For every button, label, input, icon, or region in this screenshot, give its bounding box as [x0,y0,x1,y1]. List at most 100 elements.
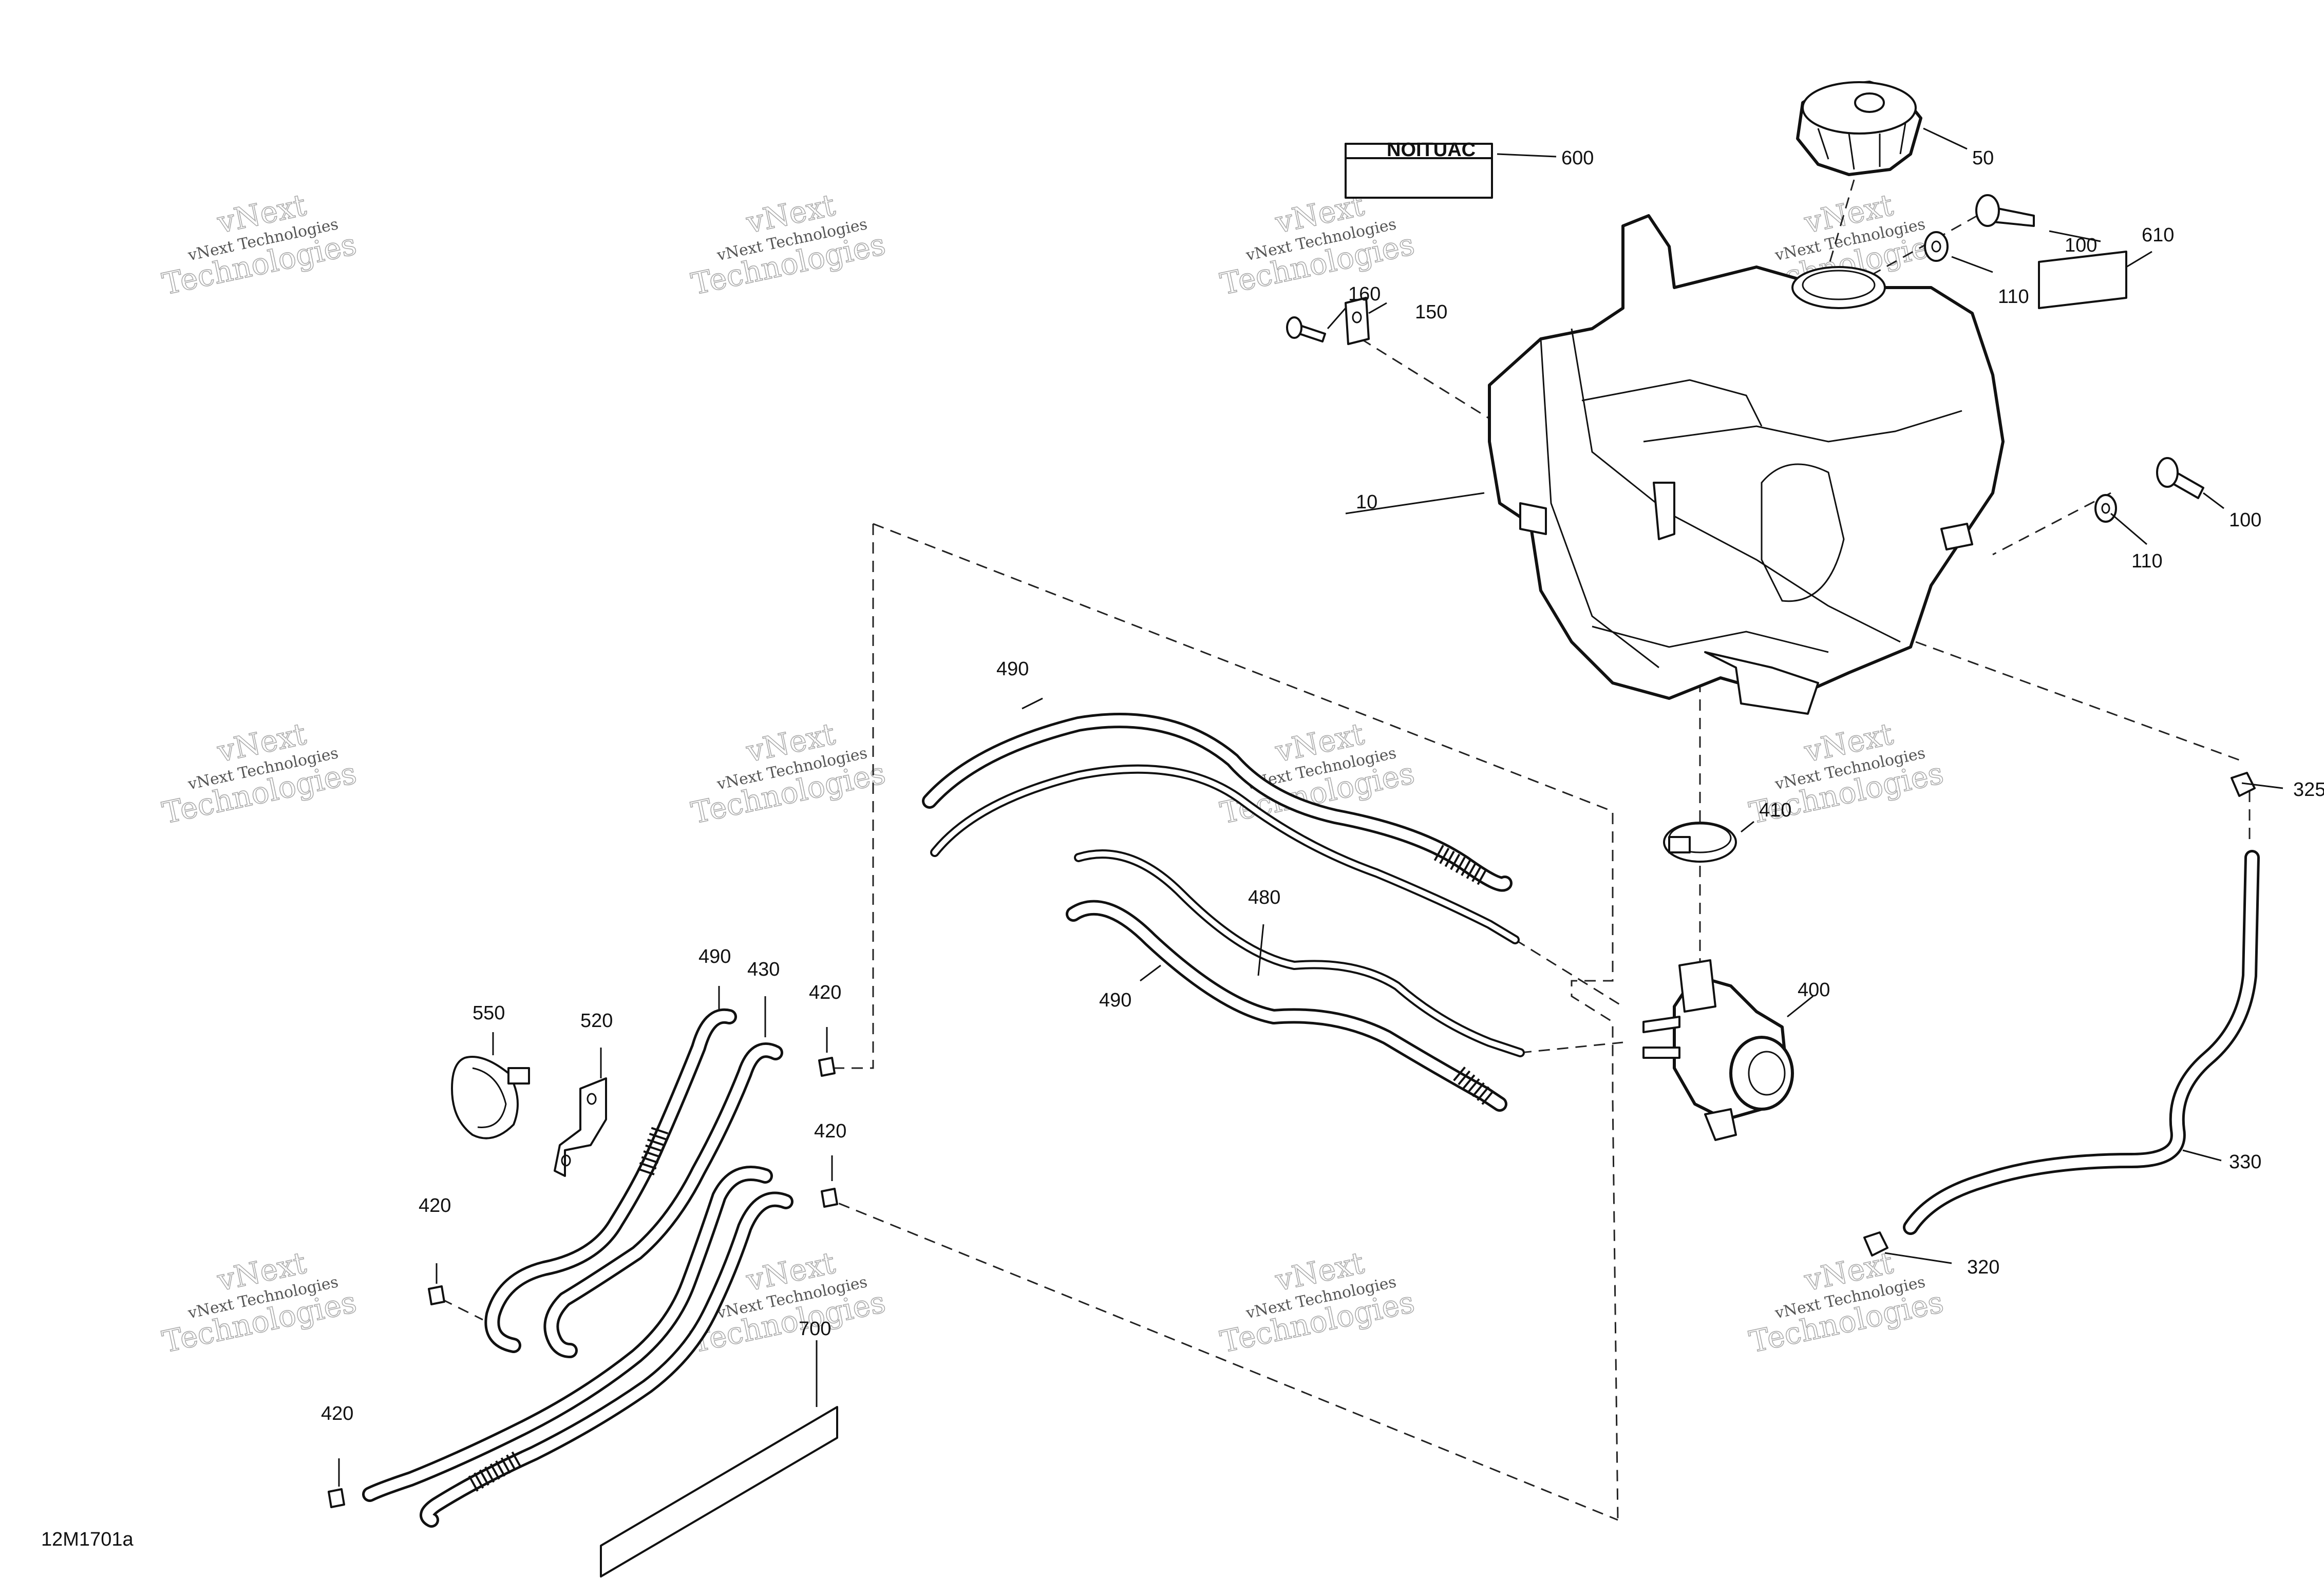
guide-bracket-to-tank [1361,338,1510,432]
hose-490-left[interactable] [484,1008,737,1353]
tube-480-lower[interactable] [1074,849,1525,1057]
guide-frame [822,523,1619,1520]
fuel-tank-recess [1761,463,1845,602]
watermark-r1c2: vNext vNext Technologies Technologies [688,187,889,302]
decal-caution-text: NOITUAC [1387,139,1476,161]
clip-420-a[interactable] [818,1057,836,1077]
clip-150-plate [1345,297,1370,345]
callout-50: 50 [1972,147,1994,169]
bolt-100-side[interactable] [2156,457,2204,499]
washer-110-side[interactable] [2094,494,2117,523]
guide-bolt-100-side [1992,492,2111,556]
hose-clamp-410-screw [1668,836,1691,853]
hose-490-upper[interactable] [922,713,1513,892]
decal-caution[interactable]: NOITUAC [1345,139,1493,199]
fuel-pump[interactable] [1642,959,1794,1141]
fuel-pump-motor-cap [1748,1051,1786,1096]
fuel-tank-tab-left [1519,502,1547,535]
bolt-100-side-head [2156,457,2179,488]
hose-clamp-550[interactable] [451,1056,530,1139]
washer-110-side-hole [2101,503,2110,514]
callout-100-top: 100 [2065,235,2097,256]
watermark-r2c2: vNext vNext Technologies Technologies [688,716,889,831]
bolt-100-top-head [1975,194,2000,227]
hose-430[interactable] [543,1042,783,1358]
callout-420-a: 420 [809,982,841,1003]
callout-10: 10 [1356,491,1377,513]
tube-480[interactable] [930,764,1520,944]
washer-110-top[interactable] [1924,231,1949,262]
callout-100-side: 100 [2229,509,2261,531]
fuel-tank-neck [1791,266,1886,309]
callout-320: 320 [1967,1257,1999,1278]
fuel-pump-fitting-1 [1642,1016,1680,1033]
guide-490-end [1520,1041,1623,1054]
fuel-tank-body [1488,214,2005,700]
decal-610-plate [2038,251,2127,309]
clamp-320-body [1863,1231,1888,1257]
watermark-r3c3: vNext vNext Technologies Technologies [1217,1245,1418,1360]
decal-700[interactable] [600,1406,838,1577]
callout-600: 600 [1561,147,1594,169]
watermark-r2c1: vNext vNext Technologies Technologies [159,716,360,831]
hose-490-upper-ribs [1433,845,1489,886]
callout-110-side: 110 [2131,550,2163,572]
callout-480: 480 [1248,887,1280,908]
fuel-tank-fitting-left [1653,482,1675,540]
diagram-id: 12M1701a [41,1529,134,1550]
fuel-tank[interactable] [1488,214,2005,715]
clip-420-b[interactable] [821,1188,838,1208]
callout-550: 550 [473,1002,505,1024]
callout-490-upper: 490 [996,658,1029,680]
callout-110-top: 110 [1998,286,2029,308]
clip-150[interactable] [1345,297,1370,345]
clip-420-c[interactable] [428,1285,445,1305]
callout-160: 160 [1348,283,1381,305]
hose-490-left-ribs [636,1127,669,1179]
callout-490-lower: 490 [1099,990,1131,1011]
fuel-tank-fitting-right [1940,523,1973,550]
hose-330[interactable] [1903,850,2260,1235]
fuel-cap[interactable] [1796,81,1922,176]
callout-330: 330 [2229,1151,2261,1173]
guide-tank-right [1915,641,2240,761]
hose-lower-left-2[interactable] [420,1191,793,1528]
clamp-325-body [2231,772,2256,797]
decal-caution-band [1345,143,1493,159]
fuel-pump-motor [1729,1036,1794,1111]
callout-numbers: 10 50 100 100 110 110 150 160 320 325 33… [321,147,2324,1424]
callout-420-c: 420 [419,1195,451,1216]
callout-410: 410 [1759,800,1791,821]
callout-490-left: 490 [698,946,731,967]
callout-520: 520 [580,1010,613,1032]
screw-160[interactable] [1286,316,1326,343]
guide-420-lower [441,1298,483,1321]
bracket-520[interactable] [554,1077,607,1177]
guide-lower [821,1195,1618,1521]
clip-420-d[interactable] [328,1488,345,1508]
fuel-tank-edge-3 [1643,410,1962,443]
clip-150-hole [1352,311,1362,324]
watermark-r1c1: vNext vNext Technologies Technologies [159,187,360,302]
hose-clamp-410[interactable] [1663,822,1737,863]
decal-610[interactable] [2038,251,2127,309]
hose-490-lower[interactable] [1066,900,1507,1112]
hose-lower-ribs [468,1451,523,1492]
hose-lower-left-1[interactable] [362,1166,773,1502]
washer-110-side-ring [2094,494,2117,523]
bolt-100-top[interactable] [1975,194,2035,227]
fuel-pump-fitting-2 [1642,1047,1680,1059]
callout-610: 610 [2142,224,2174,246]
clamp-320[interactable] [1863,1231,1888,1257]
fuel-tank-rib [1581,379,1763,427]
fuel-tank-edge-1 [1540,338,1659,669]
clamp-325[interactable] [2231,772,2256,797]
fuel-tank-edge-2 [1571,328,1901,643]
fuel-pump-connector [1678,959,1716,1013]
guide-480-end [1515,939,1623,1007]
assembly-guide-lines [441,179,2251,1521]
fuel-cap-knob [1854,92,1885,113]
callout-400: 400 [1798,979,1830,1001]
callout-700: 700 [799,1318,831,1340]
